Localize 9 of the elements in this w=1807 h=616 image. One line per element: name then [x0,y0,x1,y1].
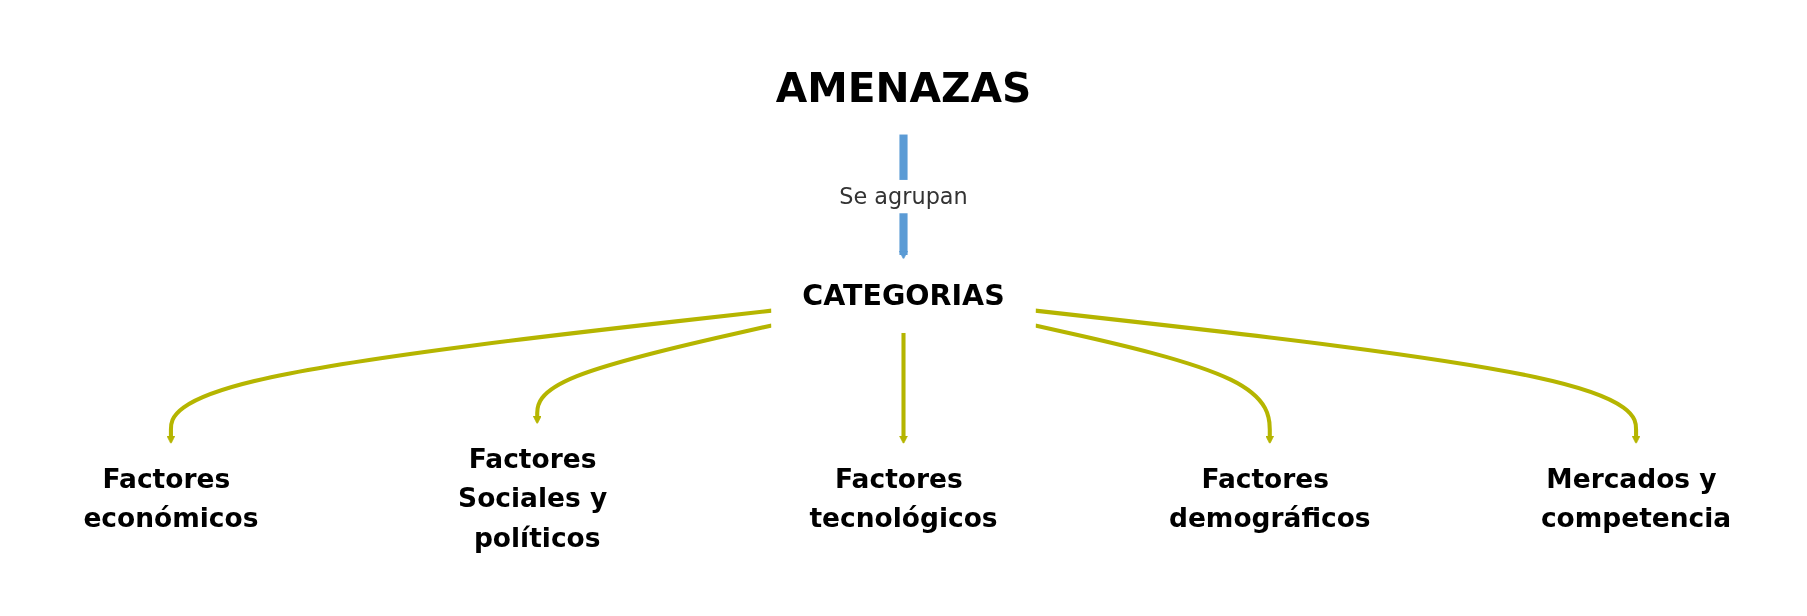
node-text: Mercados y competencia [1540,463,1732,534]
node-text: CATEGORIAS [802,278,1005,313]
arrow [899,332,908,445]
node-text: AMENAZAS [775,64,1032,112]
node-text: Factores tecnológicos [809,463,998,534]
node-text: Factores demográficos [1168,463,1371,534]
node-text: Factores económicos [83,463,259,534]
node-text: Factores Sociales y políticos [458,443,608,554]
edge-label: Se agrupan [839,183,968,210]
